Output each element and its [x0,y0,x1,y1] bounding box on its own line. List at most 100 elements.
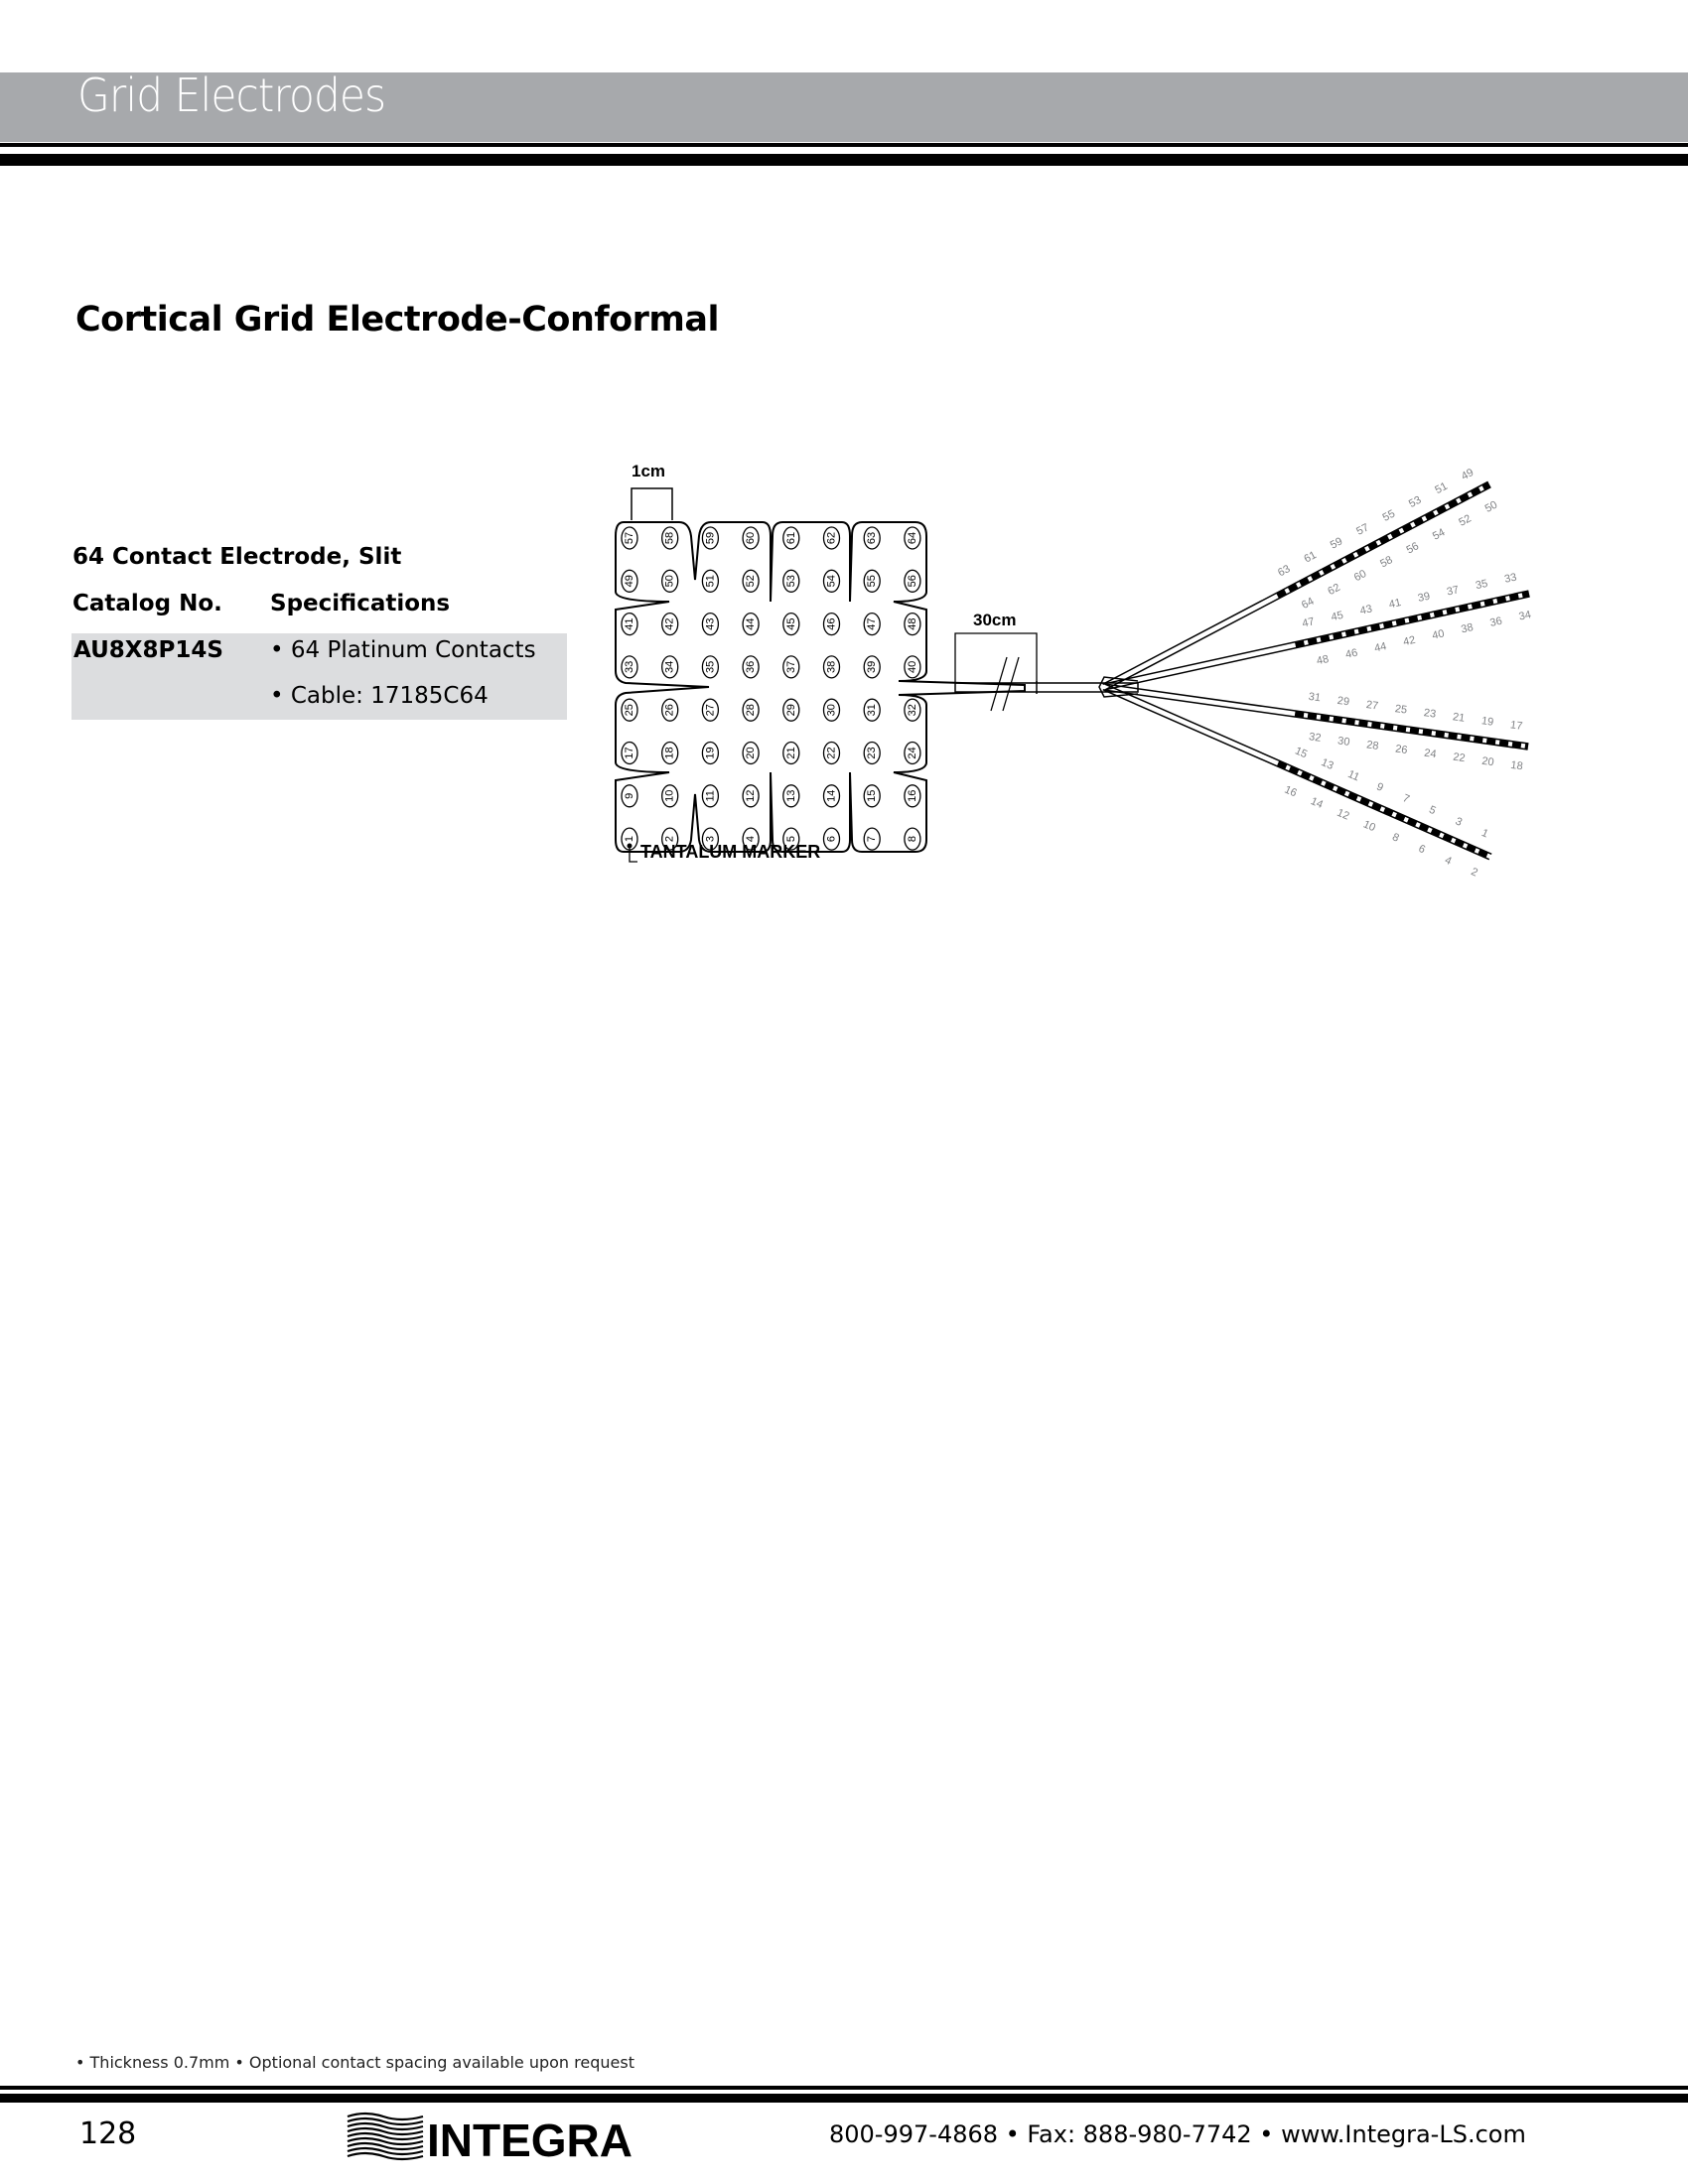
contact-number: 64 [907,532,918,544]
lead-contact-label: 6 [1417,843,1427,856]
contact-number: 62 [826,532,838,544]
contact-number: 45 [785,617,797,629]
contact-circle [822,526,841,550]
lead-contact-label: 23 [1423,707,1437,721]
lead-contact-label: 49 [1460,467,1476,482]
contact-number: 1 [624,836,635,842]
contact-number: 59 [704,532,716,544]
contact-number: 14 [826,790,838,802]
product-row: AU8X8P14S • 64 Platinum Contacts • Cable… [71,633,567,720]
contact-circle [904,827,921,851]
contact-circle [701,827,720,851]
footnote: • Thickness 0.7mm • Optional contact spa… [75,2053,634,2072]
marker-leader [629,846,637,863]
lead-contacts [1294,711,1529,750]
lead-contact-label: 16 [1283,783,1299,799]
contact-circle [863,827,881,851]
specs-header: Specifications [270,591,451,616]
lead-contact-label: 17 [1509,719,1523,733]
contact-number: 60 [745,532,757,544]
contact-circle [661,612,679,636]
contact-number: 19 [704,747,716,758]
contact-number: 55 [866,575,878,587]
contact-circle [822,784,841,808]
contact-number: 8 [907,836,918,842]
contact-number: 41 [624,617,635,629]
lead-contact-label: 50 [1483,499,1499,515]
contact-number: 42 [664,617,676,629]
contact-number: 2 [664,836,676,842]
contact-circle [904,612,921,636]
lead-contact-label: 35 [1475,578,1489,592]
lead-contact-label: 28 [1365,739,1379,752]
contact-circle [621,741,638,765]
contact-number: 27 [704,704,716,716]
product-subtitle: 64 Contact Electrode, Slit [72,544,402,570]
lead-contact-label: 11 [1346,768,1361,784]
contact-circle [701,784,720,808]
lead-contact-label: 22 [1453,751,1467,765]
contact-circle [621,655,638,679]
contact-number: 13 [785,790,797,802]
page-number: 128 [79,2116,137,2151]
contact-number: 56 [907,575,918,587]
lead-contact-label: 12 [1336,807,1351,823]
lead-contact-label: 41 [1388,597,1403,611]
lead-contact-label: 62 [1326,582,1341,598]
lead-contact-label: 52 [1457,512,1473,528]
contact-number: 35 [704,661,716,673]
lead-contact-label: 64 [1300,596,1316,612]
contact-circle [863,698,881,722]
header-rule-thick [0,154,1688,166]
contact-number: 40 [907,661,918,673]
lead-contact-label: 61 [1302,549,1318,565]
contact-circle [621,612,638,636]
contact-circle [863,784,881,808]
contact-circle [661,569,679,593]
contact-circle [782,526,800,550]
contact-number: 39 [866,661,878,673]
contact-circle [742,827,760,851]
lead-contact-label: 48 [1316,653,1331,667]
lead-contact-label: 5 [1427,804,1437,817]
contact-number: 31 [866,704,878,716]
contact-number: 25 [624,704,635,716]
lead-contact-label: 32 [1308,731,1322,745]
contact-number: 15 [866,790,878,802]
wave-flag-icon: INTEGRA [347,2112,633,2166]
contact-number: 61 [785,532,797,544]
catalog-number: AU8X8P14S [73,637,223,663]
contact-circle [701,526,720,550]
contact-circle [621,569,638,593]
contact-circle [661,741,679,765]
lead-contacts [1276,481,1491,599]
lead-contact-label: 45 [1330,610,1344,623]
contact-number: 51 [704,575,716,587]
contact-circle [904,698,921,722]
lead-contact-label: 40 [1431,627,1446,641]
lead-contact-label: 18 [1510,759,1524,773]
contact-circle [782,612,800,636]
contact-circle [782,698,800,722]
contact-number: 52 [745,575,757,587]
contact-circle [661,655,679,679]
contact-circle [782,827,800,851]
lead-contact-label: 54 [1431,526,1447,542]
lead-contact-label: 53 [1407,494,1423,510]
contact-number: 47 [866,617,878,629]
contact-number: 20 [745,747,757,758]
lead-contacts [1276,760,1492,860]
contact-circle [701,655,720,679]
lead-contact-label: 63 [1276,563,1292,579]
lead-contact-label: 38 [1460,621,1475,635]
contact-circle [904,741,921,765]
lead-contact-label: 47 [1301,615,1316,629]
contact-number: 53 [785,575,797,587]
lead-contact-label: 33 [1503,571,1518,585]
spec-item: • Cable: 17185C64 [270,683,489,709]
lead-contact-label: 31 [1308,691,1322,705]
contact-number: 3 [704,836,716,842]
contact-number: 12 [745,790,757,802]
